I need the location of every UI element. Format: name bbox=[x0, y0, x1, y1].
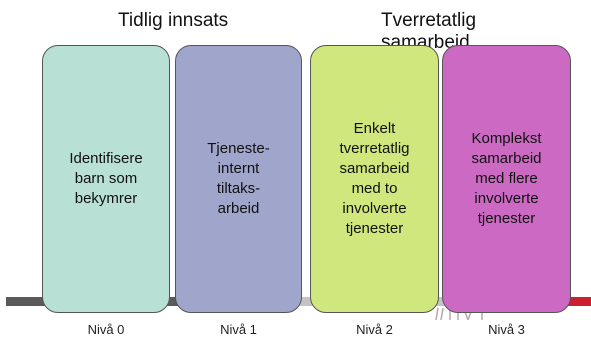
level-2-card: Enkelt tverretatlig samarbeid med to inv… bbox=[310, 45, 439, 313]
level-2-label: Nivå 2 bbox=[356, 322, 393, 337]
heading-early-intervention: Tidlig innsats bbox=[118, 10, 229, 31]
level-1-card-text: Tjeneste- internt tiltaks- arbeid bbox=[207, 140, 270, 217]
level-2-card-text: Enkelt tverretatlig samarbeid med to inv… bbox=[339, 120, 410, 237]
level-3-card: Komplekst samarbeid med flere involverte… bbox=[442, 45, 571, 313]
level-0-card-text: Identifisere barn som bekymrer bbox=[69, 150, 143, 207]
level-0-label: Nivå 0 bbox=[87, 322, 125, 337]
level-3-card-text: Komplekst samarbeid med flere involverte… bbox=[471, 130, 542, 227]
level-1-label: Nivå 1 bbox=[220, 322, 257, 337]
level-3-label: Nivå 3 bbox=[488, 322, 525, 337]
level-1-card: Tjeneste- internt tiltaks- arbeid bbox=[175, 45, 302, 313]
level-0-card: Identifisere barn som bekymrer bbox=[42, 45, 170, 313]
